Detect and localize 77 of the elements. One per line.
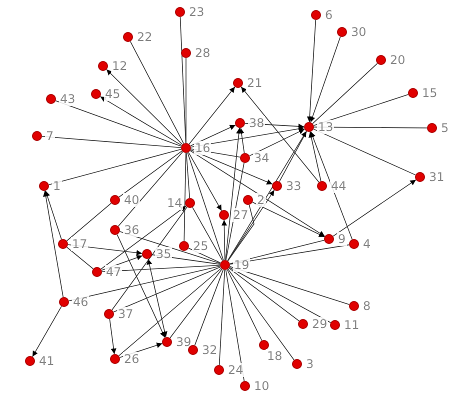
arrow xyxy=(227,130,307,262)
node-label: 21 xyxy=(246,76,264,90)
node-label: 19 xyxy=(233,258,250,272)
arrow xyxy=(119,342,163,358)
node-label: 9 xyxy=(337,232,347,246)
arrow xyxy=(188,86,236,144)
node-label: 23 xyxy=(188,5,206,19)
node-label: 29 xyxy=(311,317,328,331)
arrow xyxy=(68,244,142,256)
arrow xyxy=(306,20,316,122)
node-label: 5 xyxy=(440,121,450,135)
node-label: 18 xyxy=(266,349,284,363)
node-label: 13 xyxy=(317,120,334,134)
arrow xyxy=(190,124,236,146)
arrow xyxy=(310,131,353,240)
arrow xyxy=(308,131,322,182)
node-label: 35 xyxy=(155,247,172,261)
arrow xyxy=(106,69,183,145)
node-label: 26 xyxy=(123,352,140,366)
arrow xyxy=(221,220,227,260)
node-label: 10 xyxy=(253,379,270,393)
arrow xyxy=(109,318,116,354)
arrow xyxy=(32,306,62,358)
node-label: 46 xyxy=(72,295,90,309)
arrow xyxy=(332,179,416,237)
arrow xyxy=(44,190,62,240)
node-label: 12 xyxy=(111,59,128,73)
node-label: 28 xyxy=(194,46,212,60)
node-label: 43 xyxy=(59,92,76,106)
arrow xyxy=(43,190,64,298)
node-label: 39 xyxy=(175,335,192,349)
arrow xyxy=(310,36,341,123)
node-label: 3 xyxy=(305,357,315,371)
node-label: 14 xyxy=(166,196,184,210)
node-label: 38 xyxy=(248,116,266,130)
node-label: 36 xyxy=(123,223,140,237)
node-label: 32 xyxy=(201,343,218,357)
arrow xyxy=(190,150,273,184)
arrow xyxy=(190,126,304,148)
arrow xyxy=(116,234,166,338)
arrow xyxy=(101,254,143,271)
node-label: 44 xyxy=(330,179,348,193)
arrow xyxy=(225,128,242,260)
node-label: 16 xyxy=(194,141,212,155)
node-label: 2 xyxy=(256,193,266,207)
node-label: 22 xyxy=(136,30,154,44)
node-label: 17 xyxy=(71,237,88,251)
node-label: 8 xyxy=(362,299,372,313)
node-label: 15 xyxy=(421,86,438,100)
node-label: 34 xyxy=(253,151,270,165)
arrow xyxy=(249,128,305,156)
node-label: 11 xyxy=(343,318,360,332)
arrow xyxy=(252,202,325,238)
node-label: 1 xyxy=(52,179,62,193)
node-label: 27 xyxy=(232,208,250,222)
node-label: 47 xyxy=(105,265,122,279)
node-label: 41 xyxy=(38,354,56,368)
node-label: 37 xyxy=(117,307,134,321)
arrow xyxy=(188,152,222,212)
arrow xyxy=(100,96,182,146)
node-label: 40 xyxy=(123,193,140,207)
node-label: 6 xyxy=(324,8,334,22)
arrow xyxy=(238,128,245,154)
node-label: 45 xyxy=(104,87,122,101)
arrow xyxy=(146,258,168,338)
arrow xyxy=(244,122,304,130)
node-label: 31 xyxy=(428,170,446,184)
node-label: 30 xyxy=(350,25,368,39)
arrow xyxy=(240,86,320,183)
arrow xyxy=(100,206,186,270)
node-label: 4 xyxy=(362,237,372,251)
arrow xyxy=(190,150,326,237)
node-label: 7 xyxy=(45,129,55,143)
node-label: 33 xyxy=(285,179,302,193)
node-label: 24 xyxy=(227,363,244,377)
node-label: 25 xyxy=(192,239,210,253)
node-label: 20 xyxy=(389,53,406,67)
